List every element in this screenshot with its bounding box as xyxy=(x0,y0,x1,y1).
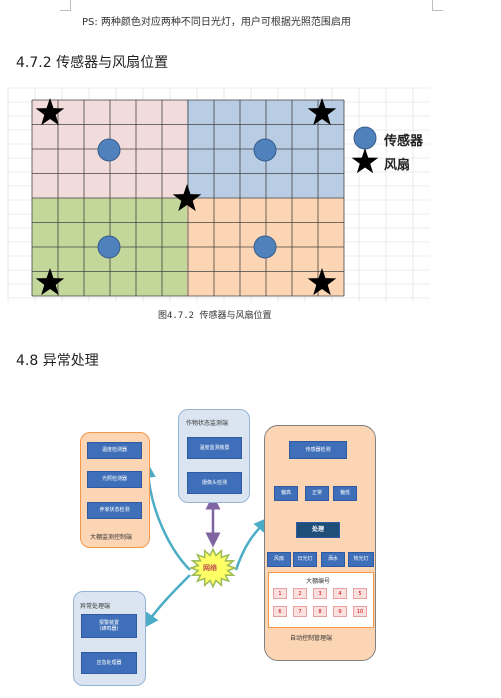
actuator-water-box: 洒水 xyxy=(321,552,345,567)
actuator-heat-light-box: 热光灯 xyxy=(348,552,374,567)
fan-star-icon xyxy=(307,98,337,126)
sensor-icon xyxy=(97,138,121,162)
legend-star-icon xyxy=(351,148,379,174)
numbering-title: 大棚编号 xyxy=(306,578,331,585)
greenhouse-number-box: 7 xyxy=(293,606,307,617)
panel-title-crop-status: 作物状态监测端 xyxy=(186,420,229,427)
network-label: 网络 xyxy=(203,564,217,572)
legend-label-fan: 风扇 xyxy=(384,158,411,173)
state-normal-box: 正常 xyxy=(305,486,329,501)
numbering-area xyxy=(268,572,374,628)
greenhouse-number-box: 4 xyxy=(333,588,347,599)
status-detector-box: 养家状态检测 xyxy=(87,502,142,519)
panel-caption-auto-control: 自动控制管理端 xyxy=(290,635,333,642)
actuator-fan-box: 风扇 xyxy=(267,552,291,567)
greenhouse-number-box: 1 xyxy=(273,588,287,599)
legend-star-shape xyxy=(351,148,379,174)
sensor-fan-grid-figure xyxy=(7,87,430,302)
connector-bottom-left xyxy=(143,574,191,629)
fan-stars xyxy=(35,98,337,296)
section-heading-4-7-2: 4.7.2 传感器与风扇位置 xyxy=(16,55,169,71)
camera-detector-box: 摄像头检测 xyxy=(187,472,242,494)
alarm-device-box: 报警装置 (蜂鸣器) xyxy=(81,614,137,638)
page-corner-mark-right xyxy=(432,0,443,11)
greenhouse-number-box: 6 xyxy=(273,606,287,617)
greenhouse-number-box: 3 xyxy=(313,588,327,599)
fan-star-icon xyxy=(307,268,337,296)
fan-star-icon xyxy=(35,268,65,296)
emergency-handler-box: 应急处理器 xyxy=(81,652,137,674)
greenhouse-number-box: 9 xyxy=(333,606,347,617)
section-heading-4-8: 4.8 异常处理 xyxy=(16,353,99,369)
greenhouse-number-box: 10 xyxy=(353,606,367,617)
state-low-box: 偏低 xyxy=(333,486,357,501)
temp-monitor-box: 温度监测装置 xyxy=(187,437,242,459)
panel-title-exception: 异常处理端 xyxy=(80,603,111,610)
fan-star-icon xyxy=(35,98,65,126)
legend-label-sensor: 传感器 xyxy=(384,134,424,149)
top-note: PS: 两种颜色对应两种不同日光灯，用户可根据光照范围启用 xyxy=(82,17,351,28)
sensor-icon xyxy=(253,138,277,162)
sensor-icon xyxy=(253,235,277,259)
state-high-box: 偏高 xyxy=(274,486,298,501)
network-burst-icon xyxy=(188,547,238,589)
sensor-icon xyxy=(97,235,121,259)
temperature-detector-box: 温度检测器 xyxy=(87,442,142,459)
panel-caption-monitoring: 大棚监测控制端 xyxy=(90,534,133,541)
sensor-detect-box: 传感器检测 xyxy=(289,441,347,459)
connector-right xyxy=(234,517,269,571)
greenhouse-number-box: 5 xyxy=(353,588,367,599)
legend-circle-icon xyxy=(353,126,377,150)
fan-star-icon xyxy=(172,184,202,212)
figure-caption: 图4.7.2 传感器与风扇位置 xyxy=(158,311,272,321)
process-box: 处理 xyxy=(296,522,340,538)
page-corner-mark-left xyxy=(60,0,71,11)
light-detector-box: 光照检测器 xyxy=(87,471,142,488)
greenhouse-number-box: 2 xyxy=(293,588,307,599)
greenhouse-number-box: 8 xyxy=(313,606,327,617)
actuator-light-box: 日光灯 xyxy=(293,552,317,567)
